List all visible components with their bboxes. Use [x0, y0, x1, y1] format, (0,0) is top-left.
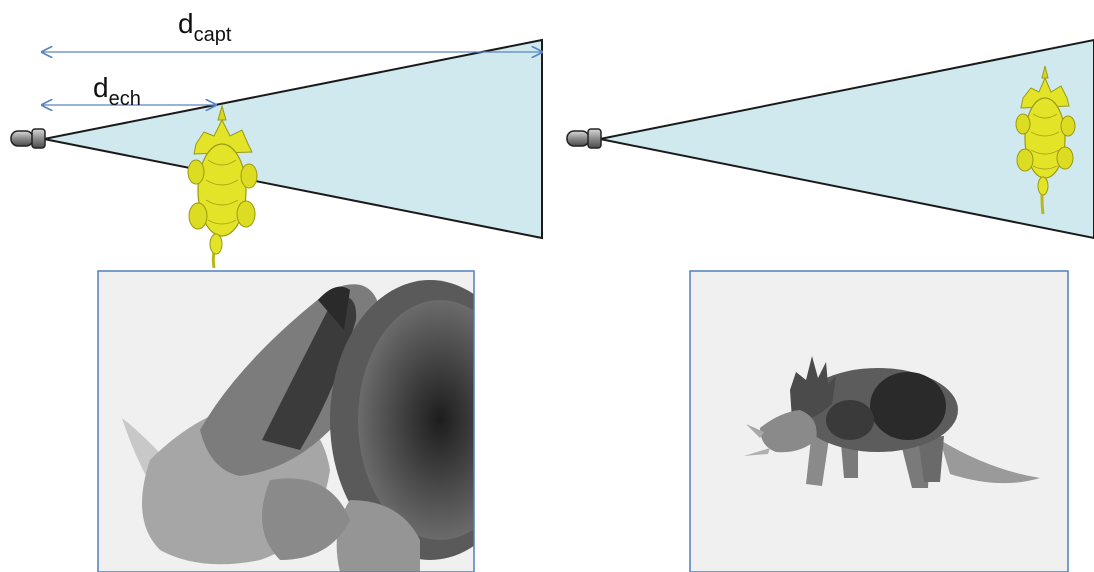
echo-distance-symbol: d	[93, 72, 109, 103]
camera-icon	[566, 128, 602, 149]
echo-distance-label: dech	[93, 72, 141, 110]
triceratops-model-icon	[1015, 65, 1076, 215]
capture-distance-label: dcapt	[178, 8, 232, 46]
left-depth-image	[97, 270, 475, 572]
right-depth-image	[689, 270, 1069, 572]
right-viewing-frustum	[599, 38, 1094, 240]
camera-icon	[10, 128, 46, 149]
capture-distance-subscript: capt	[193, 24, 232, 46]
triceratops-model-icon	[187, 104, 258, 269]
capture-distance-symbol: d	[178, 8, 194, 39]
echo-distance-subscript: ech	[108, 88, 141, 110]
left-viewing-frustum	[43, 38, 543, 240]
